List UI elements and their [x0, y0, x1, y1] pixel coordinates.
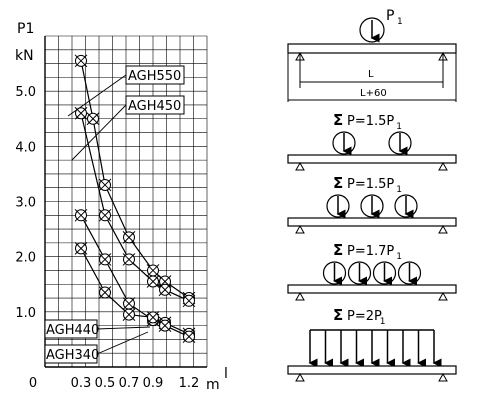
y-tick-label: 1.0	[15, 306, 36, 321]
y-tick-label: 3.0	[15, 196, 36, 211]
data-point-marker	[74, 242, 88, 255]
beam	[287, 365, 457, 375]
x-tick-label: 0.3	[71, 376, 92, 391]
y-tick-label: 5.0	[15, 85, 36, 100]
load-total-sub: 1	[396, 252, 402, 262]
sum-symbol: Σ	[333, 111, 343, 129]
load-total-label: P=1.5P	[347, 114, 394, 129]
support-left	[295, 372, 305, 382]
data-point-marker	[74, 54, 88, 68]
data-point-marker	[122, 231, 136, 244]
series-label-agh450: AGH450	[125, 95, 185, 115]
data-point-marker	[98, 286, 112, 299]
x-tick-label: 0	[29, 376, 37, 391]
svg-text:AGH450: AGH450	[128, 99, 181, 114]
data-point-marker	[146, 264, 160, 277]
x-axis-symbol: l	[224, 366, 228, 382]
load-total-sub: 1	[380, 317, 386, 327]
sum-symbol: Σ	[333, 306, 343, 324]
support-right	[438, 224, 448, 234]
total-label: L+60	[360, 88, 387, 99]
data-point-marker	[182, 294, 196, 308]
data-point-marker	[122, 253, 136, 266]
load-total-label: P=1.5P	[347, 177, 394, 192]
data-point-marker	[98, 178, 112, 192]
y-tick-label: 4.0	[15, 140, 36, 155]
series-label-agh440: AGH440	[44, 319, 99, 339]
load-total-label: P=1.7P	[347, 244, 394, 259]
load-panel-5: Σ P=2P1	[287, 306, 457, 382]
data-point-marker	[74, 106, 88, 120]
x-axis-unit: m	[206, 377, 220, 393]
data-point-marker	[158, 319, 172, 332]
support-left	[295, 161, 305, 171]
sum-symbol: Σ	[333, 241, 343, 259]
data-point-marker	[86, 112, 100, 126]
x-tick-label: 1.2	[179, 376, 200, 391]
x-tick-label: 0.5	[95, 376, 116, 391]
chart-axes	[44, 36, 207, 368]
x-tick-label: 0.9	[143, 376, 164, 391]
beam	[287, 154, 457, 164]
series-leader-lines	[67, 74, 151, 355]
support-left	[295, 291, 305, 301]
support-right	[438, 291, 448, 301]
load-total-sub: 1	[396, 122, 402, 132]
support-right	[438, 372, 448, 382]
supports	[287, 51, 457, 102]
load-label-sub: 1	[397, 17, 403, 27]
sum-symbol: Σ	[333, 174, 343, 192]
x-tick-label: 0.7	[119, 376, 140, 391]
svg-text:AGH550: AGH550	[128, 69, 181, 84]
series-line-agh440	[80, 215, 190, 335]
data-point-marker	[182, 330, 196, 344]
data-point-marker	[122, 308, 136, 321]
beam	[287, 43, 457, 54]
y-tick-label: 2.0	[15, 251, 36, 266]
series-label-agh340: AGH340	[44, 344, 99, 364]
data-point-marker	[122, 297, 136, 310]
y-axis-unit: kN	[15, 48, 34, 64]
data-point-marker	[74, 208, 88, 222]
data-point-marker	[146, 275, 160, 288]
span-label: L	[368, 69, 374, 80]
svg-text:AGH340: AGH340	[46, 348, 99, 363]
panel-single-load: P 1 L L+60	[287, 8, 457, 102]
data-point-marker	[158, 283, 172, 297]
y-axis-title: P1	[17, 21, 34, 37]
data-point-marker	[98, 208, 112, 222]
support-right	[438, 161, 448, 171]
load-label: P	[386, 8, 394, 24]
beam	[287, 284, 457, 294]
data-point-marker	[146, 310, 160, 324]
chart-markers	[74, 54, 196, 344]
svg-text:AGH440: AGH440	[46, 323, 99, 338]
series-label-agh550: AGH550	[125, 65, 185, 85]
load-total-sub: 1	[396, 185, 402, 195]
beam	[287, 217, 457, 227]
load-total-label: P=2P	[347, 309, 382, 324]
support-left	[295, 224, 305, 234]
data-point-marker	[98, 253, 112, 266]
